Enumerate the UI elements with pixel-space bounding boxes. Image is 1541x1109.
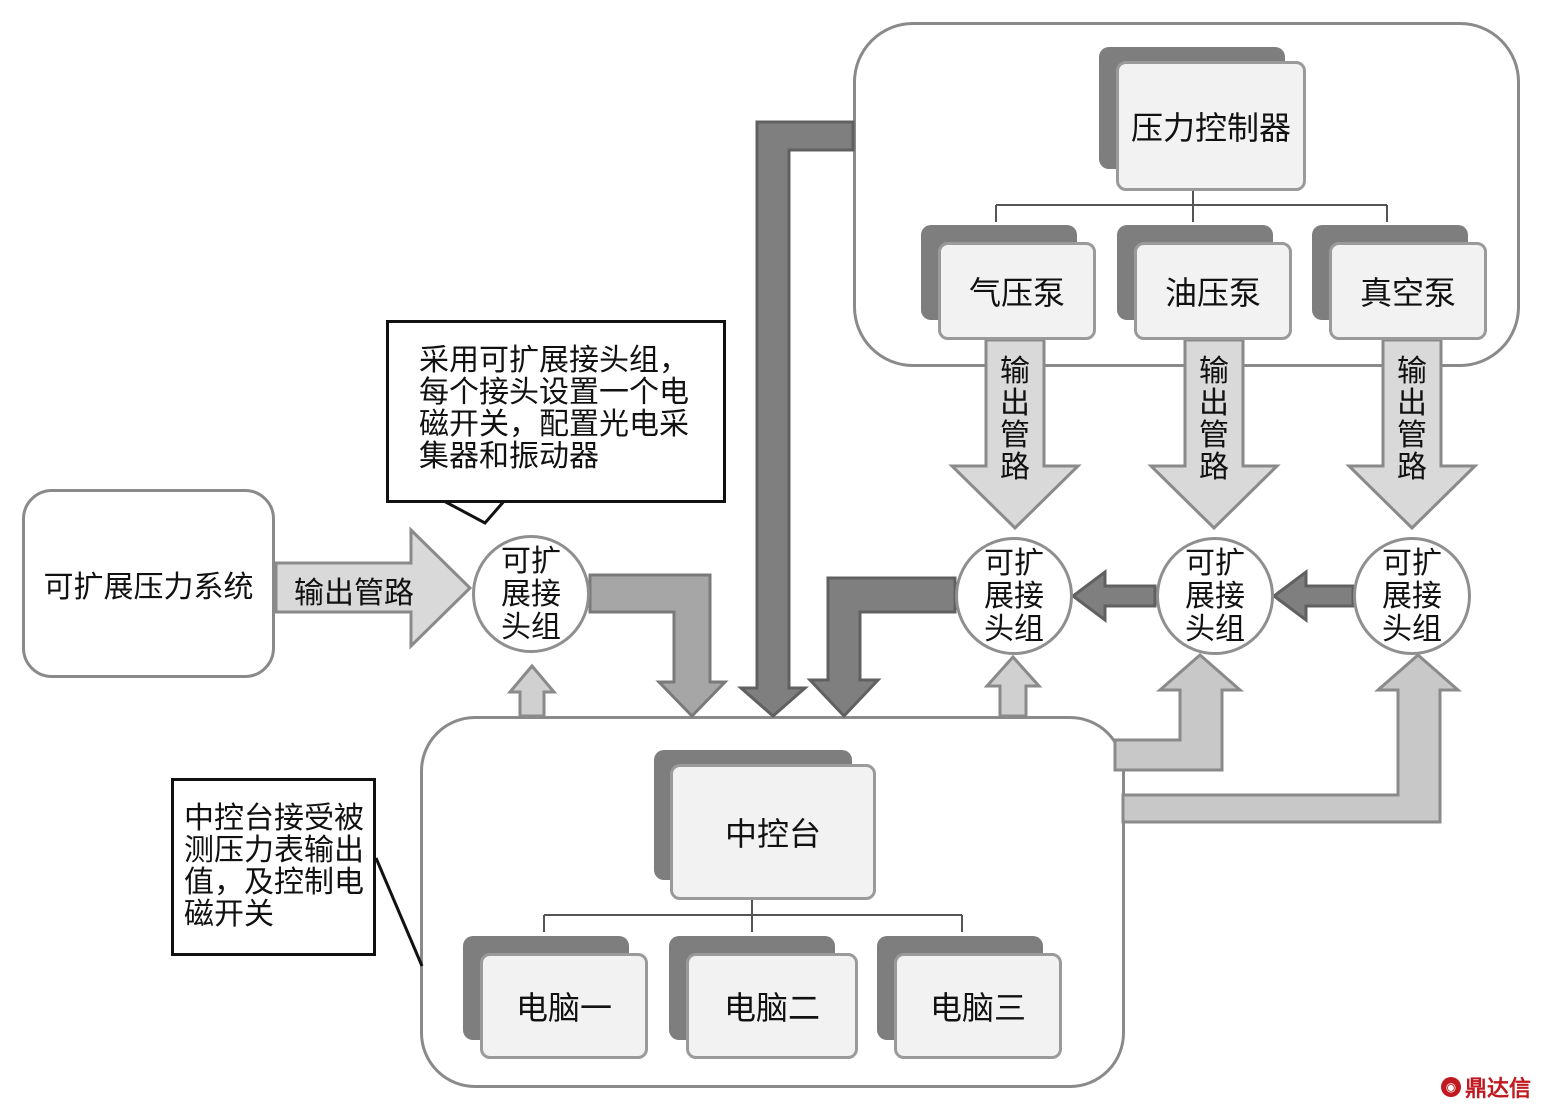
joint-group-4: 可扩展接头组 — [1353, 537, 1471, 655]
joint3-to-joint2-arrow — [1070, 569, 1157, 623]
pump-air-label: 气压泵 — [968, 274, 1065, 312]
pump-air-pipe-label: 输出管路 — [1000, 354, 1030, 485]
pump-vacuum-label: 真空泵 — [1359, 274, 1456, 312]
joint-group-2: 可扩展接头组 — [955, 537, 1073, 655]
callout-top-tail — [441, 498, 507, 525]
pump2-output-arrow — [1147, 338, 1281, 531]
source-pipe-label: 输出管路 — [294, 576, 414, 611]
joint2-to-console-arrow — [806, 576, 957, 719]
joint-group-4-label: 可扩展接头组 — [1382, 545, 1442, 647]
watermark-text: 鼎达信 — [1464, 1077, 1531, 1102]
callout-top: 采用可扩展接头组，每个接头设置一个电磁开关，配置光电采集器和振动器 — [386, 320, 726, 503]
computer-1-label: 电脑一 — [515, 989, 612, 1027]
computer-3-node: 电脑三 — [877, 936, 1065, 1060]
panel-to-console-arrow — [737, 120, 855, 718]
computer-2-label: 电脑二 — [723, 989, 820, 1027]
source-pipe-arrow — [274, 526, 473, 650]
computer-3-label: 电脑三 — [929, 989, 1026, 1027]
joint4-to-joint3-arrow — [1271, 569, 1355, 623]
console-label: 中控台 — [724, 815, 821, 853]
joint1-to-console-arrow — [588, 573, 729, 719]
callout-left-leader — [374, 857, 424, 967]
callout-top-text: 采用可扩展接头组，每个接头设置一个电磁开关，配置光电采集器和振动器 — [419, 343, 689, 474]
watermark-icon: ◉ — [1440, 1077, 1461, 1097]
callout-left: 中控台接受被测压力表输出值，及控制电磁开关 — [171, 778, 376, 956]
computer-1-node: 电脑一 — [463, 936, 651, 1060]
pressure-controller-node: 压力控制器 — [1099, 47, 1309, 192]
pump-vacuum-pipe-label: 输出管路 — [1397, 354, 1427, 485]
joint-group-3: 可扩展接头组 — [1156, 537, 1274, 655]
console-to-joint3-arrow — [1113, 653, 1244, 772]
joint-group-3-label: 可扩展接头组 — [1185, 545, 1245, 647]
pump3-output-arrow — [1345, 338, 1479, 531]
pump-oil-pipe-label: 输出管路 — [1199, 354, 1229, 485]
joint-group-1-label: 可扩展接头组 — [501, 543, 561, 645]
console-to-joint4-arrow — [1121, 653, 1462, 824]
console-to-joint2-arrow — [983, 654, 1043, 718]
console-to-joint1-arrow — [506, 663, 558, 718]
console-node: 中控台 — [654, 750, 876, 900]
computer-2-node: 电脑二 — [669, 936, 859, 1060]
source-system-box: 可扩展压力系统 — [22, 489, 275, 678]
pump-vacuum-node: 真空泵 — [1312, 225, 1490, 340]
pump-air-node: 气压泵 — [921, 225, 1099, 340]
callout-left-text: 中控台接受被测压力表输出值，及控制电磁开关 — [184, 801, 364, 932]
console-tree-connectors — [543, 898, 963, 932]
watermark-logo: ◉ 鼎达信 — [1440, 1071, 1531, 1103]
joint-group-2-label: 可扩展接头组 — [984, 545, 1044, 647]
joint-group-1: 可扩展接头组 — [472, 535, 590, 653]
pump-oil-node: 油压泵 — [1117, 225, 1295, 340]
pressure-controller-label: 压力控制器 — [1130, 109, 1291, 147]
pump1-output-arrow — [948, 338, 1082, 531]
source-system-label: 可扩展压力系统 — [43, 569, 254, 605]
pump-oil-label: 油压泵 — [1164, 274, 1261, 312]
